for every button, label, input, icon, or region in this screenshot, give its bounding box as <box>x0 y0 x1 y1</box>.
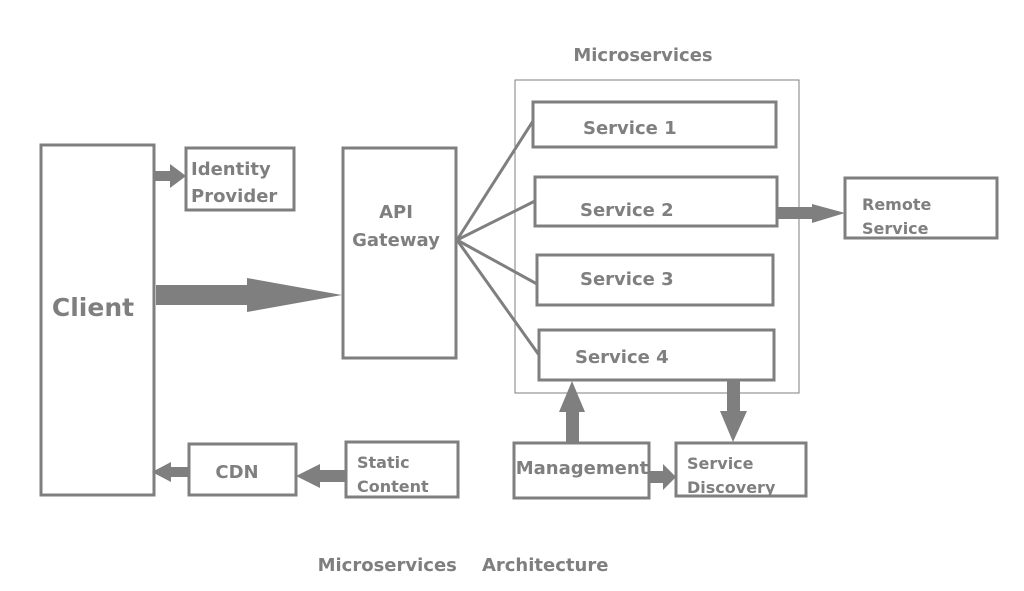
cdn-label: CDN <box>215 462 258 483</box>
management-node[interactable] <box>512 441 651 500</box>
service-discovery-label-line2: Discovery <box>687 478 776 497</box>
edge-gateway-service4 <box>455 239 541 356</box>
diagram-caption: Microservices Architecture <box>318 555 609 576</box>
client-node[interactable] <box>39 143 156 497</box>
arrow-client-to-api-gateway <box>156 278 342 312</box>
service1-node[interactable] <box>531 100 778 149</box>
remote-service-label-line2: Service <box>862 219 929 238</box>
service4-node[interactable] <box>537 328 776 382</box>
microservices-group-title: Microservices <box>573 45 712 66</box>
identity-provider-node[interactable] <box>184 146 296 212</box>
arrow-management-to-service-discovery <box>650 464 676 490</box>
service-discovery-node[interactable] <box>674 441 808 498</box>
client-label: Client <box>52 293 134 322</box>
static-content-label-line2: Content <box>357 477 429 496</box>
service2-node[interactable] <box>533 175 779 228</box>
arrow-management-to-service4 <box>559 381 585 442</box>
remote-service-node[interactable] <box>843 176 999 240</box>
service4-label: Service 4 <box>575 347 669 368</box>
edge-gateway-service1 <box>455 120 535 241</box>
static-content-label-line1: Static <box>357 453 410 472</box>
management-label: Management <box>516 458 649 479</box>
api-gateway-label-line2: Gateway <box>352 230 440 251</box>
static-content-node[interactable] <box>344 440 460 499</box>
arrow-service2-to-remote-service <box>778 204 845 223</box>
microservices-group <box>514 79 800 394</box>
service1-label: Service 1 <box>583 118 677 139</box>
remote-service-label-line1: Remote <box>862 195 931 214</box>
edge-gateway-service2 <box>456 199 536 242</box>
arrow-service4-to-service-discovery <box>720 381 747 442</box>
identity-provider-label-line1: Identity <box>191 159 271 180</box>
service2-label: Service 2 <box>580 200 674 221</box>
service3-label: Service 3 <box>580 269 674 290</box>
api-gateway-label-line1: API <box>379 202 413 223</box>
edge-gateway-service3 <box>456 238 538 286</box>
service3-node[interactable] <box>535 253 775 307</box>
service-discovery-label-line1: Service <box>687 454 754 473</box>
arrow-client-to-identity-provider <box>155 164 186 188</box>
api-gateway-node[interactable] <box>341 146 458 360</box>
arrow-cdn-to-client <box>152 462 189 482</box>
arrow-static-content-to-cdn <box>296 464 346 488</box>
identity-provider-label-line2: Provider <box>191 186 277 207</box>
cdn-node[interactable] <box>187 442 298 497</box>
